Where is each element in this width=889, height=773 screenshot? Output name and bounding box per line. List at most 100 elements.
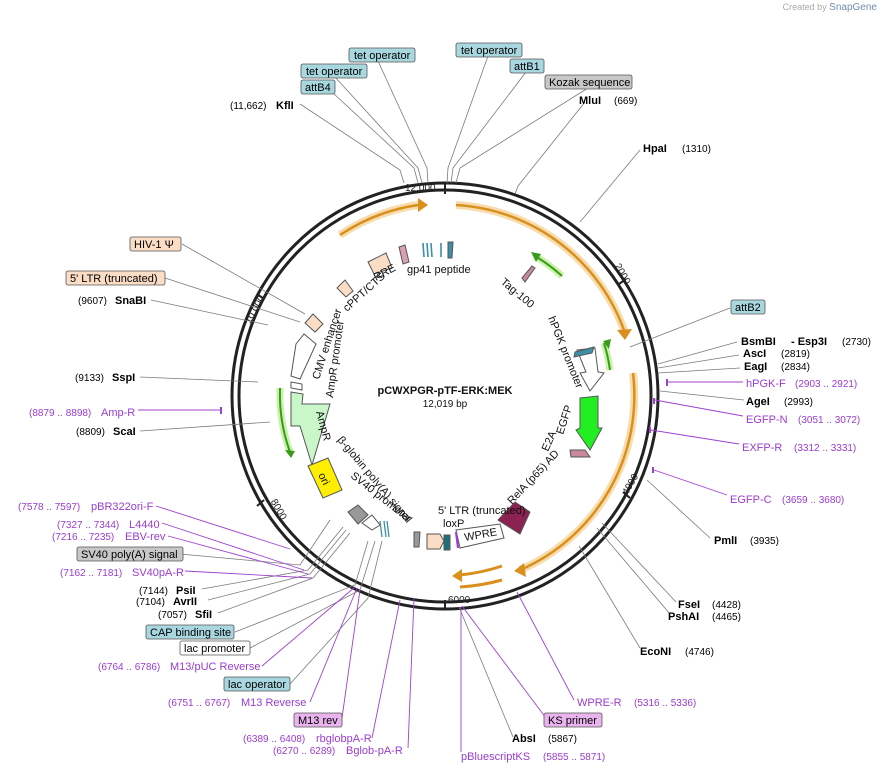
ltr-label: 5' LTR (truncated) xyxy=(70,273,157,285)
site-pos-snabi: (9607) xyxy=(78,296,107,307)
tick-mark xyxy=(256,499,265,507)
ampr-promoter-feature xyxy=(290,381,303,391)
site-extra-bsmbi: - Esp3I xyxy=(791,336,827,348)
attb1-label: attB1 xyxy=(514,61,540,73)
site-pos-egfpn: (3051 .. 3072) xyxy=(798,415,860,426)
leader-line-econi xyxy=(578,545,641,649)
gp41-peptide-label: gp41 peptide xyxy=(407,264,471,276)
leader-line-scai xyxy=(139,421,271,432)
leader-line-pmli xyxy=(646,479,711,539)
site-labels: (11,662) KflI MluI (669) HpaI (1310) Bsm… xyxy=(18,95,871,763)
orange-arc-bottom xyxy=(459,578,503,589)
green-arrowheads xyxy=(285,252,611,458)
primer-line-exfpr xyxy=(650,429,740,445)
arrowhead xyxy=(603,339,611,349)
green-arc-egfp xyxy=(603,342,611,371)
cap-site-mark xyxy=(379,520,383,538)
arrowhead xyxy=(531,252,541,262)
orange-arc-lower-right xyxy=(519,372,636,572)
snapgene-logo-text: SnapGene xyxy=(829,2,877,13)
site-pos-hpgkf: (2903 .. 2921) xyxy=(795,379,857,390)
primer-line-ebv xyxy=(167,535,309,575)
leader-line-asci xyxy=(657,354,740,369)
site-pos-sfii: (7057) xyxy=(158,610,187,621)
leader-line-hiv-psi xyxy=(181,243,306,315)
tick-mark xyxy=(618,278,627,285)
site-pos-bsmbi: (2730) xyxy=(842,337,871,348)
rela-feature xyxy=(497,501,531,535)
tet-operator-box-2 xyxy=(455,42,523,58)
cpptcts-feature xyxy=(367,252,393,275)
orange-arc-top-left xyxy=(337,201,419,239)
sv40-polya-box xyxy=(76,546,184,562)
plasmid-size: 12,019 bp xyxy=(423,399,468,410)
site-pos-pmli: (3935) xyxy=(750,536,779,547)
site-pos-pshai: (4465) xyxy=(712,612,741,623)
site-pos-bglob: (6270 .. 6289) xyxy=(273,746,335,757)
tet-operator-label-3: tet operator xyxy=(306,66,363,78)
primer-stub xyxy=(653,398,655,404)
tick-label-10000: 10,000 xyxy=(243,293,268,325)
site-name-hpgkf: hPGK-F xyxy=(746,378,786,390)
leader-line-sfii xyxy=(217,532,351,614)
orange-arc-top-left xyxy=(339,203,419,237)
site-pos-exfpr: (3312 .. 3331) xyxy=(794,443,856,454)
tet-operator-mark xyxy=(430,242,433,258)
site-name-exfpr: EXFP-R xyxy=(742,442,782,454)
cmv-enhancer-feature xyxy=(290,333,317,380)
site-pos-asci: (2819) xyxy=(781,349,810,360)
tag100-label: Tag-100 xyxy=(498,276,536,311)
egfp-label: EGFP xyxy=(554,404,575,436)
site-pos-mlui: (669) xyxy=(614,96,637,107)
primer-line-egfpn xyxy=(654,399,744,417)
site-name-avrii: AvrII xyxy=(173,596,197,608)
beta-globin-feature xyxy=(413,531,421,548)
lac-operator-box xyxy=(223,676,291,692)
leader-line-sspi xyxy=(139,376,259,383)
tet-operator-box-1 xyxy=(348,47,416,63)
site-name-psii: PsiI xyxy=(176,585,196,597)
ks-primer-box xyxy=(543,712,603,728)
rre-feature xyxy=(398,244,410,265)
arrowhead xyxy=(452,569,462,582)
primer-line-wprer xyxy=(516,591,575,701)
ori-feature xyxy=(307,457,343,499)
site-pos-ampr: (8879 .. 8898) xyxy=(29,408,91,419)
leader-line-tet2 xyxy=(377,60,429,184)
ltr-box xyxy=(65,270,166,286)
site-name-m13reverse: M13 Reverse xyxy=(241,697,306,709)
arrowhead xyxy=(514,563,526,577)
site-pos-rbglob: (6389 .. 6408) xyxy=(243,734,305,745)
rela-label: RelA (p65) AD xyxy=(505,448,561,507)
plasmid-name: pCWXPGR-pTF-ERK:MEK xyxy=(377,385,512,397)
kozak-box xyxy=(544,74,633,90)
site-name-egfpn: EGFP-N xyxy=(746,414,788,426)
cap-site-mark xyxy=(383,520,387,538)
leader-line-kozak xyxy=(455,87,589,184)
green-arc-tag100 xyxy=(534,255,563,277)
ks-primer-label: KS primer xyxy=(548,715,597,727)
feature-glyphs xyxy=(290,241,605,551)
hiv-psi-box xyxy=(129,236,182,252)
site-name-mlui: MluI xyxy=(579,95,601,107)
tick-label-6000: 6000 xyxy=(448,595,471,606)
site-pos-kfli: (11,662) xyxy=(230,101,267,112)
primer-line-l4440 xyxy=(161,522,305,571)
site-name-snabi: SnaBI xyxy=(115,295,146,307)
tick-mark xyxy=(256,293,265,300)
attb2-box xyxy=(730,299,766,315)
tet-operator-label-1: tet operator xyxy=(354,50,411,62)
site-pos-pbluescript: (5855 .. 5871) xyxy=(543,752,605,763)
site-name-agei: AgeI xyxy=(746,396,770,408)
site-pos-ebv: (7216 .. 7235) xyxy=(52,532,114,543)
primer-line-rbglob xyxy=(371,599,401,739)
gp41-feature xyxy=(447,241,454,259)
primer-stub xyxy=(220,407,222,414)
primer-line-m13reverse xyxy=(309,587,358,703)
site-name-econi: EcoNI xyxy=(640,646,671,658)
hiv-psi-label: HIV-1 Ψ xyxy=(134,239,174,251)
kozak-label: Kozak sequence xyxy=(549,77,630,89)
primer-line-ks xyxy=(461,605,547,719)
site-pos-wprer: (5316 .. 5336) xyxy=(634,698,696,709)
cap-site-label: CAP binding site xyxy=(150,627,231,639)
